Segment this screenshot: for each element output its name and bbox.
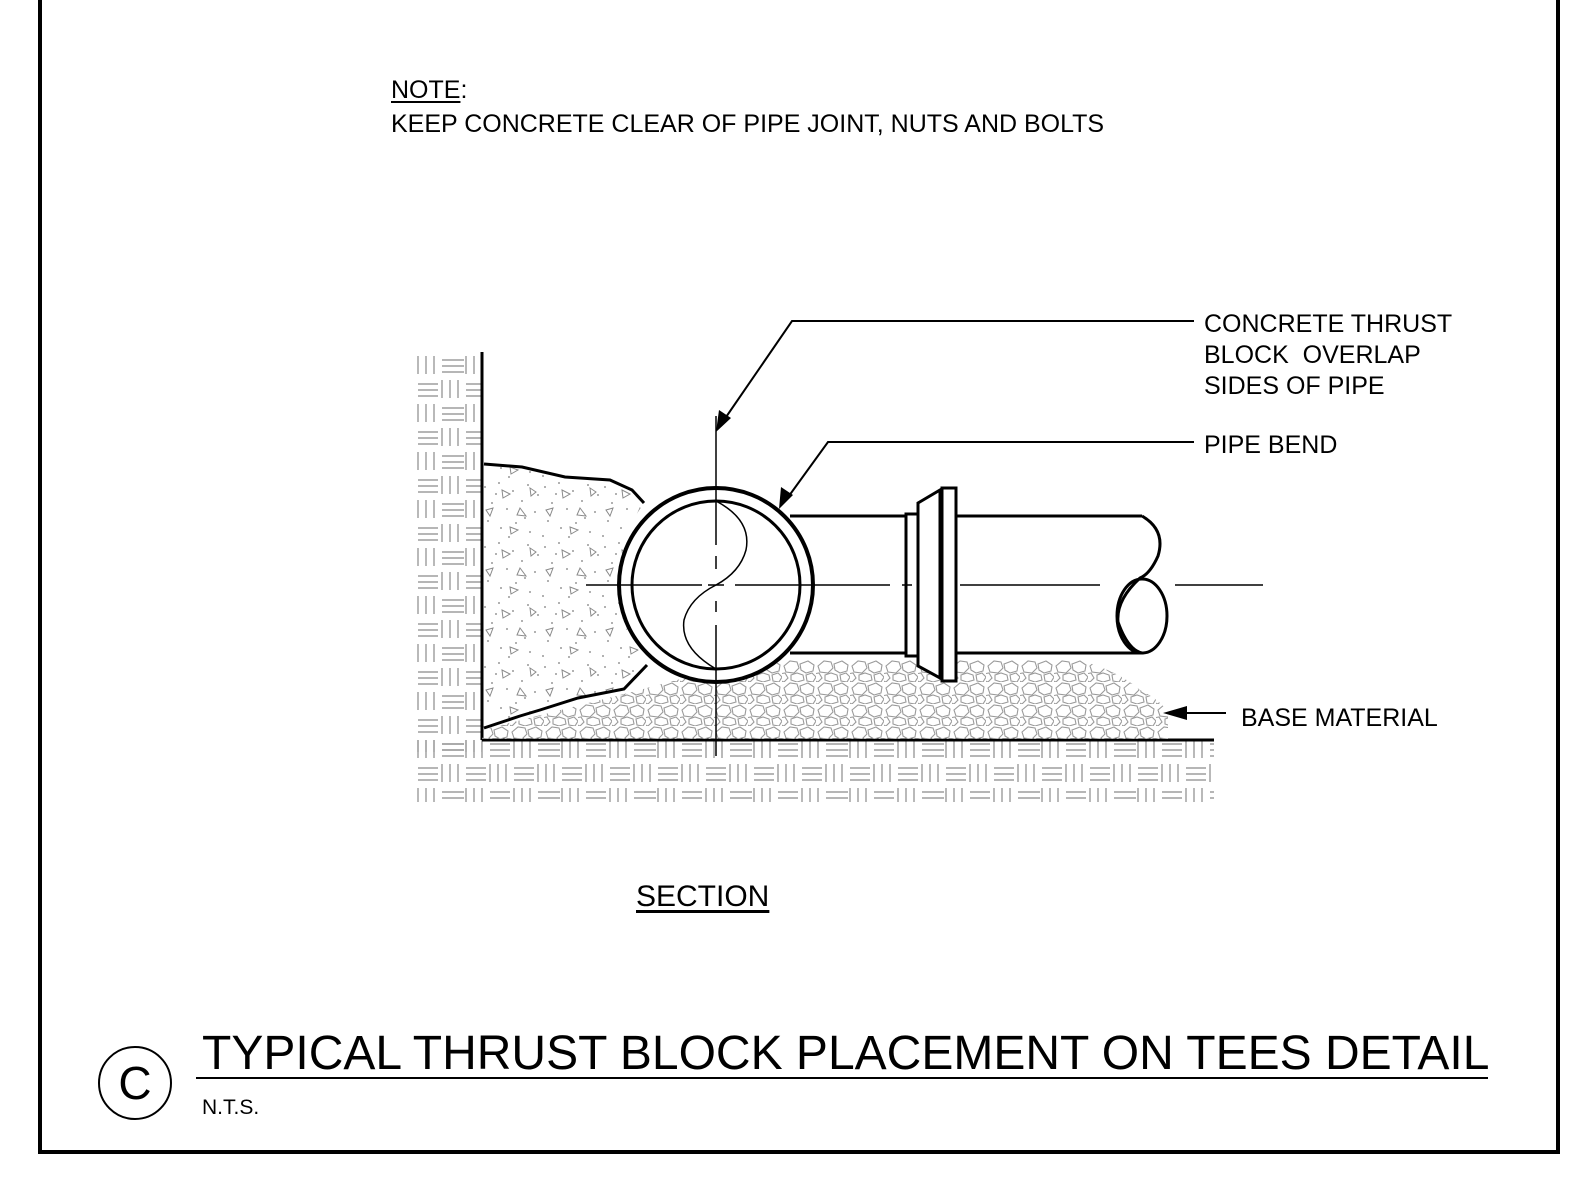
centerlines <box>586 416 1263 756</box>
title-underline <box>196 1077 1488 1079</box>
note-text: KEEP CONCRETE CLEAR OF PIPE JOINT, NUTS … <box>391 110 1105 138</box>
note-heading: NOTE: <box>391 78 467 103</box>
pipe-end-section <box>1115 577 1169 655</box>
callout-base-material: BASE MATERIAL <box>1241 704 1438 732</box>
callout-thrust-block-line-3: SIDES OF PIPE <box>1204 372 1385 400</box>
detail-letter: C <box>118 1057 152 1109</box>
detail-marker: C <box>98 1046 172 1120</box>
earth-wall <box>416 352 482 752</box>
arrow-thrust-block <box>716 410 731 432</box>
section-label: SECTION <box>636 880 770 913</box>
concrete-bottom-edge <box>483 663 649 730</box>
earth-floor <box>416 740 1214 802</box>
callout-pipe-bend: PIPE BEND <box>1204 431 1338 459</box>
arrow-base-material <box>1163 706 1187 720</box>
callout-thrust-block: CONCRETE THRUST BLOCK OVERLAP SIDES OF P… <box>1204 309 1452 402</box>
note-heading-label: NOTE <box>391 76 461 104</box>
leader-pipe-bend <box>785 441 1194 501</box>
concrete-thrust-block <box>484 464 647 728</box>
leader-thrust-block <box>723 320 1194 421</box>
detail-title: TYPICAL THRUST BLOCK PLACEMENT ON TEES D… <box>202 1027 1490 1080</box>
concrete-top-edge <box>483 462 646 505</box>
pipe-joint <box>904 486 958 683</box>
base-material-zone <box>482 660 1168 739</box>
arrow-pipe-bend <box>779 487 793 509</box>
sheet-border <box>38 0 1560 1154</box>
callout-thrust-block-line-1: CONCRETE THRUST <box>1204 310 1453 338</box>
note-heading-colon: : <box>460 76 468 104</box>
callout-thrust-block-line-2: BLOCK OVERLAP <box>1204 341 1421 369</box>
scale-note: N.T.S. <box>202 1096 260 1119</box>
